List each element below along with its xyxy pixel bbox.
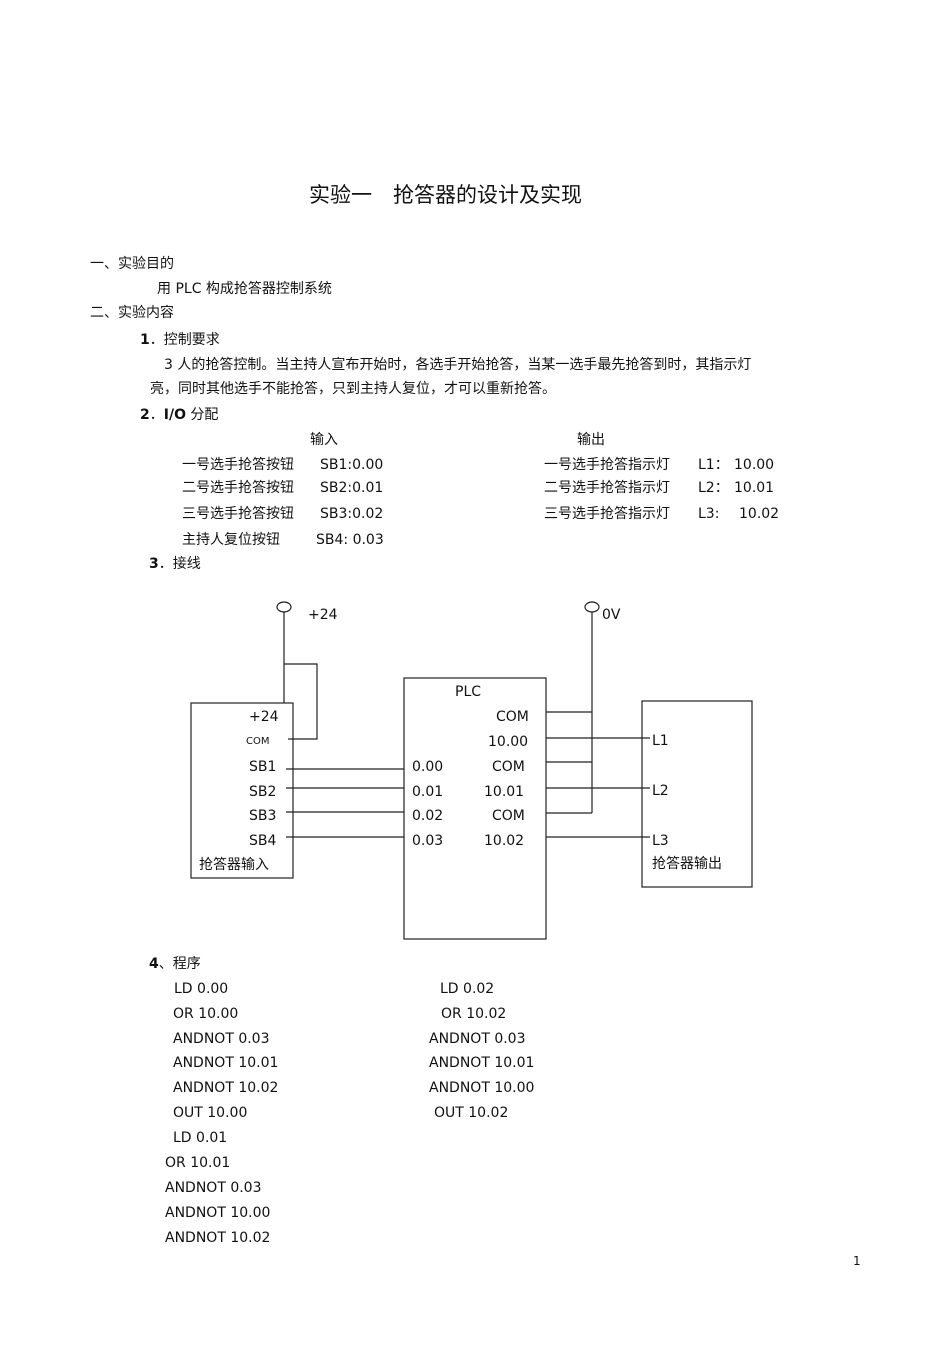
input-addr: SB1:0.00 <box>320 457 384 473</box>
program-line: ANDNOT 10.02 <box>173 1080 279 1096</box>
plc-box <box>403 677 547 940</box>
plc-output-terminal: 10.00 <box>488 734 529 750</box>
output-name: 三号选手抢答指示灯 <box>544 506 670 522</box>
page-number: 1 <box>853 1254 861 1268</box>
input-name: 二号选手抢答按钮 <box>182 480 294 496</box>
item2-io: I/O <box>163 407 186 423</box>
program-line: LD 0.02 <box>440 981 495 997</box>
output-addr: 10.00 <box>734 457 775 473</box>
plc-input-terminal: 0.00 <box>412 759 444 775</box>
program-line: LD 0.01 <box>173 1130 228 1146</box>
item4-number: 4 <box>149 956 159 972</box>
item2-heading: 2．I/O 分配 <box>140 407 218 423</box>
output-name: 二号选手抢答指示灯 <box>544 480 670 496</box>
plc-input-terminal: 0.01 <box>412 784 444 800</box>
item1-number: 1 <box>140 332 150 348</box>
input-addr: SB2:0.01 <box>320 480 384 496</box>
plc-label: PLC <box>455 684 482 700</box>
output-addr: 10.02 <box>739 506 780 522</box>
control-requirement-line1: 3 人的抢答控制。当主持人宣布开始时，各选手开始抢答，当某一选手最先抢答到时，其… <box>164 357 752 373</box>
program-line: ANDNOT 10.01 <box>429 1055 535 1071</box>
input-box-sb1: SB1 <box>249 759 277 775</box>
input-box-p24: +24 <box>249 709 279 725</box>
item3-number: 3 <box>149 556 159 572</box>
input-box-com: COM <box>246 736 270 747</box>
input-box-sb2: SB2 <box>249 784 277 800</box>
plc-input-terminal: 0.03 <box>412 833 444 849</box>
plus24-label: +24 <box>308 607 338 623</box>
input-addr: SB4: 0.03 <box>316 532 384 548</box>
input-name: 一号选手抢答按钮 <box>182 457 294 473</box>
purpose-text: 用 PLC 构成抢答器控制系统 <box>157 281 332 297</box>
input-box-sb3: SB3 <box>249 808 277 824</box>
input-device-box <box>190 702 294 879</box>
plc-com-terminal: COM <box>496 709 529 725</box>
input-box-sb4: SB4 <box>249 833 277 849</box>
program-line: ANDNOT 10.00 <box>165 1205 271 1221</box>
item1-heading: 1．控制要求 <box>140 332 220 348</box>
program-line: OUT 10.00 <box>173 1105 248 1121</box>
plc-com-terminal: COM <box>492 759 525 775</box>
program-line: OR 10.00 <box>173 1006 239 1022</box>
output-box-l1: L1 <box>652 733 669 749</box>
plc-input-terminal: 0.02 <box>412 808 444 824</box>
program-line: OR 10.01 <box>165 1155 231 1171</box>
item2-label-mid: ． <box>149 407 164 423</box>
output-box-caption: 抢答器输出 <box>652 856 722 872</box>
item1-label: ．控制要求 <box>149 332 220 348</box>
output-lamp: L3: <box>698 506 720 522</box>
input-addr: SB3:0.02 <box>320 506 384 522</box>
item4-label: 、程序 <box>158 956 201 972</box>
zero-volt-label: 0V <box>602 607 621 623</box>
io-output-header: 输出 <box>577 432 605 448</box>
program-line: ANDNOT 10.00 <box>429 1080 535 1096</box>
io-input-header: 输入 <box>310 432 338 448</box>
output-lamp: L2： <box>698 480 729 496</box>
section-heading-purpose: 一、实验目的 <box>90 256 174 272</box>
input-name: 三号选手抢答按钮 <box>182 506 294 522</box>
item3-heading: 3．接线 <box>149 556 201 572</box>
input-box-caption: 抢答器输入 <box>199 857 269 873</box>
item2-label-end: 分配 <box>185 407 219 423</box>
program-line: ANDNOT 0.03 <box>173 1031 270 1047</box>
output-name: 一号选手抢答指示灯 <box>544 457 670 473</box>
input-name: 主持人复位按钮 <box>182 532 280 548</box>
item2-number: 2 <box>140 407 150 423</box>
program-line: ANDNOT 0.03 <box>165 1180 262 1196</box>
program-line: LD 0.00 <box>174 981 229 997</box>
program-line: ANDNOT 10.02 <box>165 1230 271 1246</box>
program-line: ANDNOT 10.01 <box>173 1055 279 1071</box>
output-device-box <box>641 700 753 888</box>
plc-output-terminal: 10.02 <box>484 833 525 849</box>
zero-volt-terminal <box>584 601 600 613</box>
output-box-l3: L3 <box>652 833 669 849</box>
plc-com-terminal: COM <box>492 808 525 824</box>
control-requirement-line2: 亮，同时其他选手不能抢答，只到主持人复位，才可以重新抢答。 <box>150 381 556 397</box>
program-line: ANDNOT 0.03 <box>429 1031 526 1047</box>
program-line: OUT 10.02 <box>434 1105 509 1121</box>
page-title: 实验一 抢答器的设计及实现 <box>309 183 582 207</box>
program-line: OR 10.02 <box>441 1006 507 1022</box>
section-heading-content: 二、实验内容 <box>90 305 174 321</box>
item3-label: ．接线 <box>158 556 201 572</box>
output-addr: 10.01 <box>734 480 775 496</box>
item4-heading: 4、程序 <box>149 956 201 972</box>
plus24-terminal <box>276 601 292 613</box>
plc-output-terminal: 10.01 <box>484 784 525 800</box>
output-lamp: L1： <box>698 457 729 473</box>
output-box-l2: L2 <box>652 783 669 799</box>
